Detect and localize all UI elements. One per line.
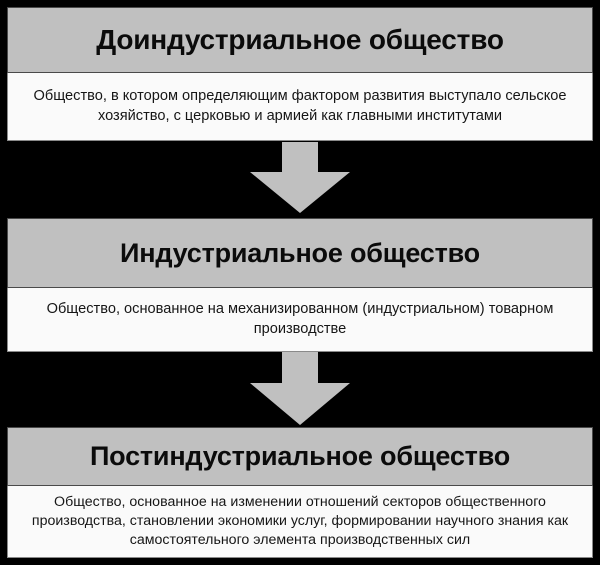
stage-industrial-description-text: Общество, основанное на механизированном… (46, 301, 554, 337)
stage-preindustrial-title: Доиндустриальное общество (7, 7, 593, 73)
arrow-down-icon-2 (250, 352, 350, 425)
stage-industrial: Индустриальное общество Общество, основа… (7, 218, 593, 352)
stage-preindustrial-title-text: Доиндустриальное общество (96, 24, 504, 55)
arrow-down-icon-1 (250, 142, 350, 213)
stage-industrial-description: Общество, основанное на механизированном… (7, 288, 593, 352)
stage-postindustrial-description-text: Общество, основанное на изменении отноше… (31, 494, 569, 548)
stage-postindustrial: Постиндустриальное общество Общество, ос… (7, 427, 593, 558)
stage-preindustrial-description-text: Общество, в котором определяющим факторо… (33, 88, 567, 124)
stage-postindustrial-title: Постиндустриальное общество (7, 427, 593, 486)
stage-postindustrial-description: Общество, основанное на изменении отноше… (7, 486, 593, 558)
stage-industrial-title: Индустриальное общество (7, 218, 593, 288)
stage-preindustrial-description: Общество, в котором определяющим факторо… (7, 73, 593, 141)
stage-postindustrial-title-text: Постиндустриальное общество (89, 441, 511, 471)
stage-preindustrial: Доиндустриальное общество Общество, в ко… (7, 7, 593, 141)
stage-industrial-title-text: Индустриальное общество (120, 237, 480, 268)
